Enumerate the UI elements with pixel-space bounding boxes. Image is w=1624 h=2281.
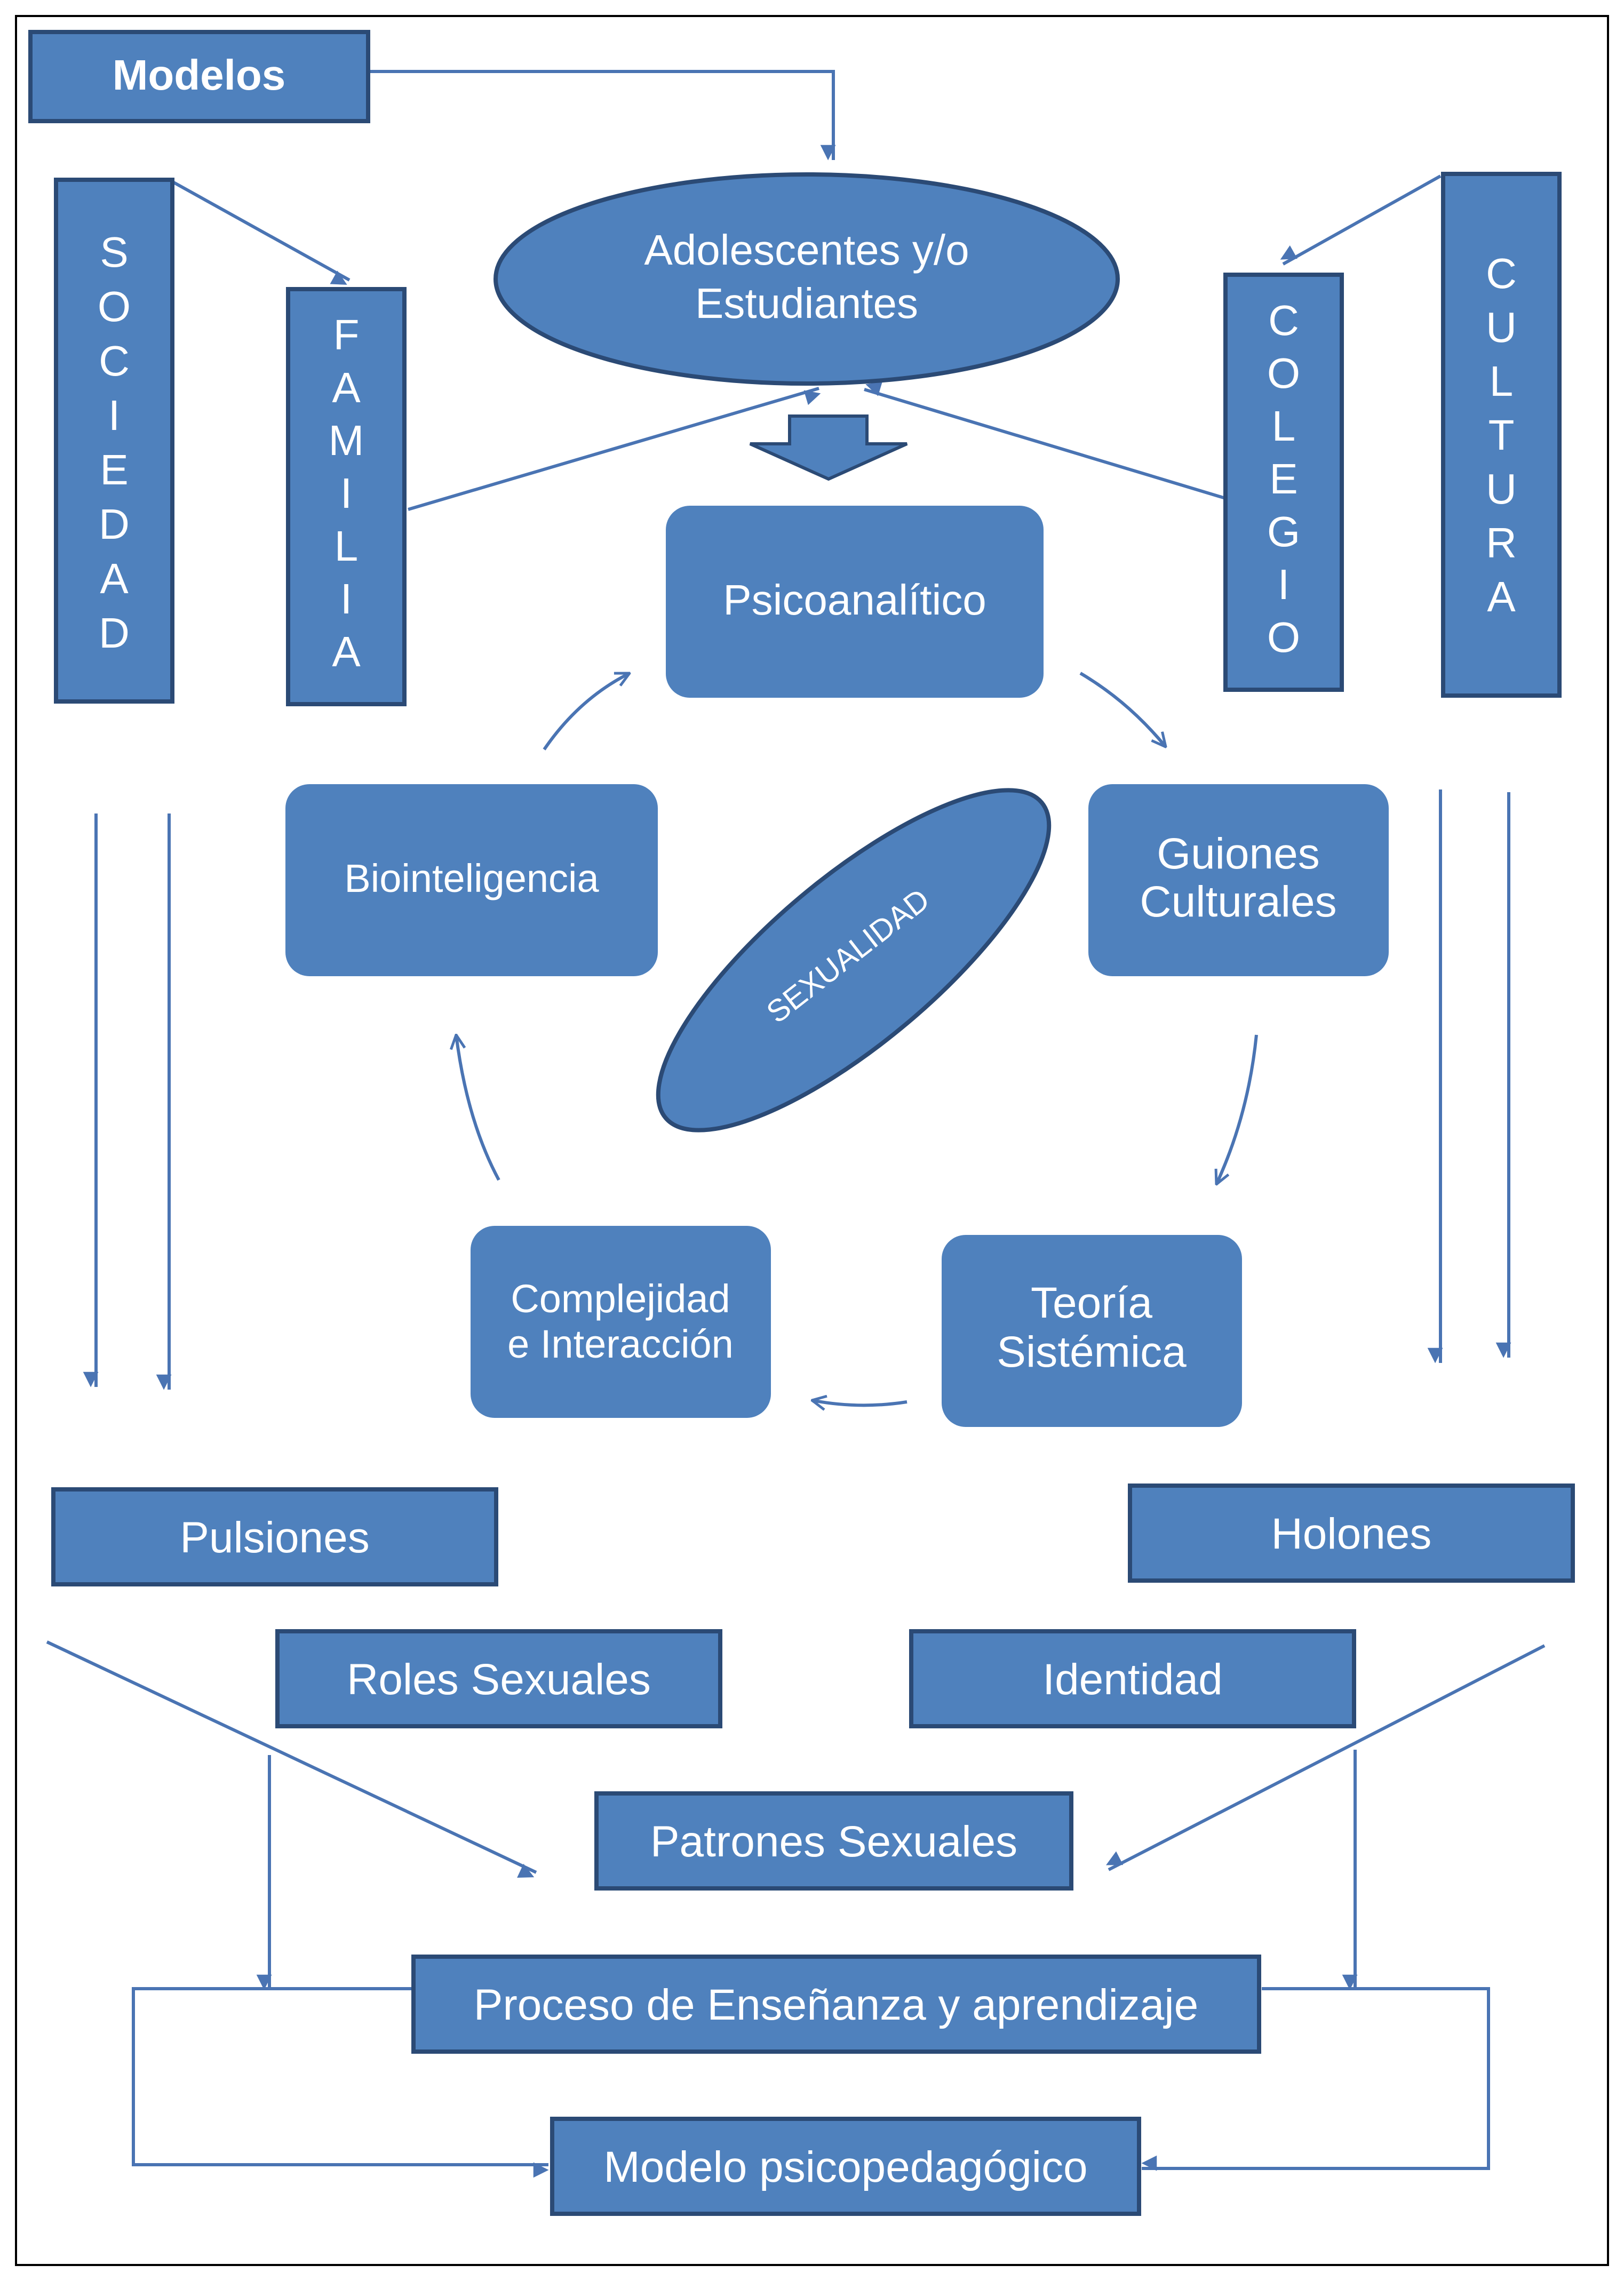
familia-letter: M: [329, 417, 364, 464]
colegio-letter: C: [1268, 297, 1299, 344]
cultura-letter: C: [1486, 250, 1517, 297]
patrones-sexuales-label: Patrones Sexuales: [650, 1817, 1017, 1866]
identidad-box: [909, 1629, 1356, 1728]
familia-letter: F: [333, 311, 360, 358]
adolescentes-label-line1: Adolescentes y/o: [644, 226, 969, 274]
connector-proceso-modelo-right: [1141, 1987, 1490, 2171]
familia-pillar: [286, 287, 407, 706]
sociedad-letter: O: [98, 283, 131, 330]
cultura-letter: U: [1486, 465, 1517, 513]
guiones-box: [1088, 784, 1389, 976]
holones-label: Holones: [1271, 1510, 1432, 1558]
sociedad-letter: S: [100, 228, 128, 276]
modelos-label: Modelos: [113, 51, 285, 99]
colegio-letter: O: [1267, 349, 1300, 397]
complejidad-label-line1: Complejidad: [511, 1277, 730, 1321]
connector-sociedad-familia: [171, 180, 351, 285]
cultura-pillar: [1441, 172, 1562, 698]
guiones-label-line2: Culturales: [1140, 878, 1336, 926]
connector-cultura-colegio: [1280, 174, 1442, 266]
pulsiones-box: [51, 1487, 498, 1586]
modelo-label: Modelo psicopedagógico: [603, 2143, 1087, 2191]
sociedad-pillar: [54, 178, 174, 704]
cycle-arrow-complejidad-bio: [456, 1035, 500, 1181]
guiones-label-line1: Guiones: [1157, 830, 1319, 878]
colegio-pillar: [1223, 273, 1344, 692]
holones-box: [1128, 1484, 1575, 1583]
complejidad-label-line2: e Interacción: [507, 1322, 734, 1366]
cycle-arrow-psico-guiones: [1079, 672, 1166, 747]
patrones-sexuales-box: [594, 1791, 1073, 1891]
roles-sexuales-box: [275, 1629, 722, 1728]
teoria-label-line2: Sistémica: [997, 1328, 1187, 1376]
familia-letter: I: [340, 469, 352, 517]
teoria-label-line1: Teoría: [1031, 1279, 1152, 1327]
sociedad-letter: E: [100, 446, 128, 493]
proceso-label: Proceso de Enseñanza y aprendizaje: [474, 1981, 1198, 2029]
biointeligencia-box: [285, 784, 658, 976]
familia-letter: A: [332, 628, 361, 675]
connector-proceso-modelo-left: [132, 1987, 549, 2178]
sociedad-letter: D: [99, 500, 130, 548]
colegio-letter: E: [1269, 455, 1297, 503]
connector-left-to-patrones: [46, 1640, 537, 1878]
connector-colegio-adolescentes: [864, 381, 1228, 500]
modelo-box: [550, 2117, 1141, 2216]
outer-frame: [15, 15, 1609, 2266]
teoria-box: [942, 1235, 1242, 1427]
cultura-letter: A: [1487, 573, 1516, 620]
cultura-letter: T: [1488, 411, 1515, 459]
biointeligencia-label: Biointeligencia: [344, 856, 599, 900]
connector-modelos-adolescentes: [368, 70, 836, 161]
colegio-letter: L: [1272, 402, 1296, 450]
modelos-box: [28, 30, 370, 123]
complejidad-box: [471, 1226, 771, 1418]
familia-letter: A: [332, 364, 361, 411]
cycle-arrow-bio-psico: [543, 672, 630, 751]
adolescentes-ellipse: [493, 172, 1120, 386]
familia-letter: I: [340, 575, 352, 623]
colegio-letter: I: [1278, 561, 1289, 608]
cycle-arrow-teoria-complejidad: [812, 1400, 907, 1405]
familia-letter: L: [335, 522, 359, 570]
connector-right-to-patrones: [1105, 1644, 1546, 1871]
colegio-letter: G: [1267, 508, 1300, 555]
block-arrow-down: [749, 414, 908, 481]
identidad-label: Identidad: [1042, 1655, 1222, 1704]
sociedad-letter: A: [100, 555, 129, 602]
roles-sexuales-label: Roles Sexuales: [347, 1655, 651, 1704]
connector-familia-adolescentes: [408, 387, 821, 511]
pulsiones-label: Pulsiones: [180, 1513, 370, 1562]
cultura-letter: R: [1486, 519, 1517, 567]
cultura-letter: L: [1490, 357, 1514, 405]
colegio-letter: O: [1267, 613, 1300, 661]
cultura-letter: U: [1486, 304, 1517, 351]
psicoanalitico-label: Psicoanalítico: [723, 576, 986, 624]
cycle-arrow-guiones-teoria: [1216, 1034, 1258, 1184]
sociedad-letter: I: [108, 392, 120, 439]
sociedad-letter: C: [99, 337, 130, 385]
psicoanalitico-box: [666, 506, 1044, 698]
proceso-box: [411, 1955, 1261, 2054]
adolescentes-label-line2: Estudiantes: [695, 280, 918, 327]
sexualidad-ellipse: [656, 788, 1052, 1132]
sociedad-letter: D: [99, 609, 130, 657]
